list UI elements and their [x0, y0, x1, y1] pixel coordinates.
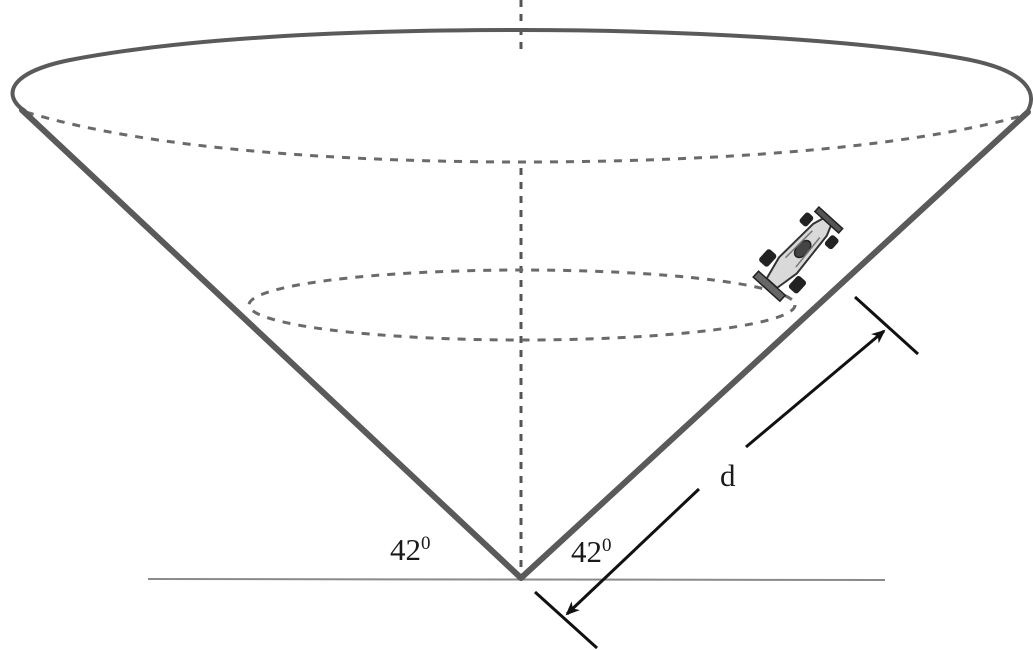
angle-left-unit: 0: [421, 533, 431, 554]
angle-right-unit: 0: [602, 535, 612, 556]
distance-tick-top: [853, 295, 920, 356]
cone-side-right: [518, 109, 1031, 581]
ground-line: [147, 578, 886, 581]
angle-right-label: 420: [571, 534, 612, 569]
angle-left-label: 420: [390, 532, 431, 567]
cone-rim-top: [10, 27, 1033, 117]
distance-arrow-lower: [565, 487, 701, 616]
cone-side-left: [19, 107, 524, 581]
angle-right-value: 42: [571, 534, 602, 569]
race-car-icon: [752, 206, 844, 303]
distance-tick-bottom: [533, 590, 599, 650]
distance-arrow-upper: [745, 329, 886, 449]
distance-label: d: [720, 458, 736, 493]
cone-rim-dashed: [25, 110, 1026, 164]
car-path-ellipse: [247, 268, 797, 342]
angle-left-value: 42: [390, 532, 421, 567]
